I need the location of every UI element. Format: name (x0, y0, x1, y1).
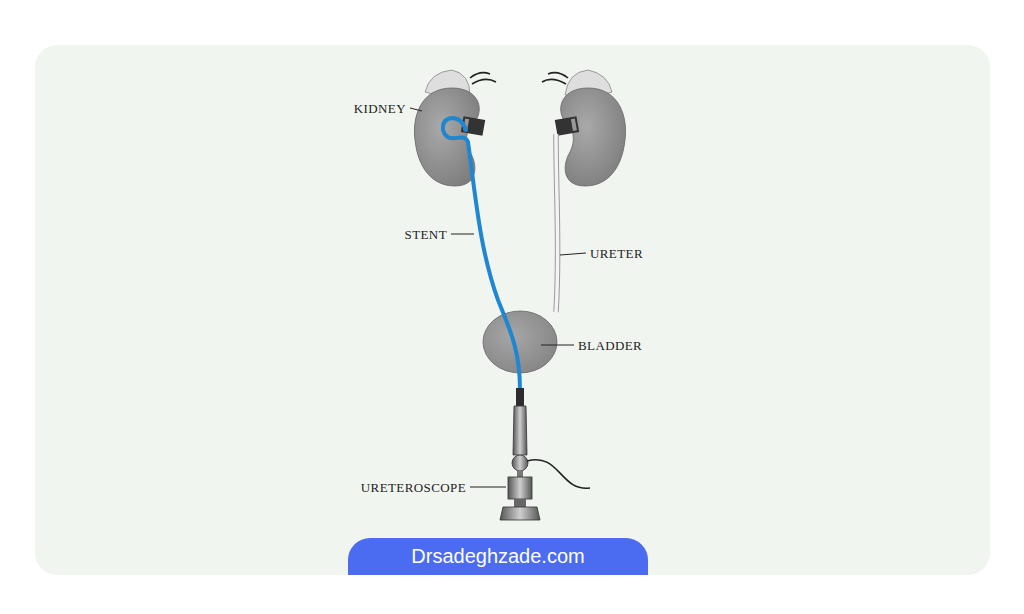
leader-line (410, 108, 586, 487)
organ-label: KIDNEY (354, 102, 406, 115)
kidney (561, 88, 626, 186)
watermark-badge: Drsadeghzade.com (348, 538, 648, 575)
panel (35, 45, 990, 575)
renal-vessels (470, 73, 568, 84)
ureter (556, 134, 558, 312)
organ-label: URETER (590, 247, 643, 260)
ureter (556, 134, 558, 312)
instrument-label: URETEROSCOPE (361, 481, 466, 494)
renal-hilum (461, 116, 579, 136)
watermark-text: Drsadeghzade.com (411, 545, 584, 568)
ureteroscope (500, 388, 590, 520)
part-label: STENT (405, 228, 447, 241)
stent (443, 118, 520, 390)
organ-label: BLADDER (578, 339, 642, 352)
